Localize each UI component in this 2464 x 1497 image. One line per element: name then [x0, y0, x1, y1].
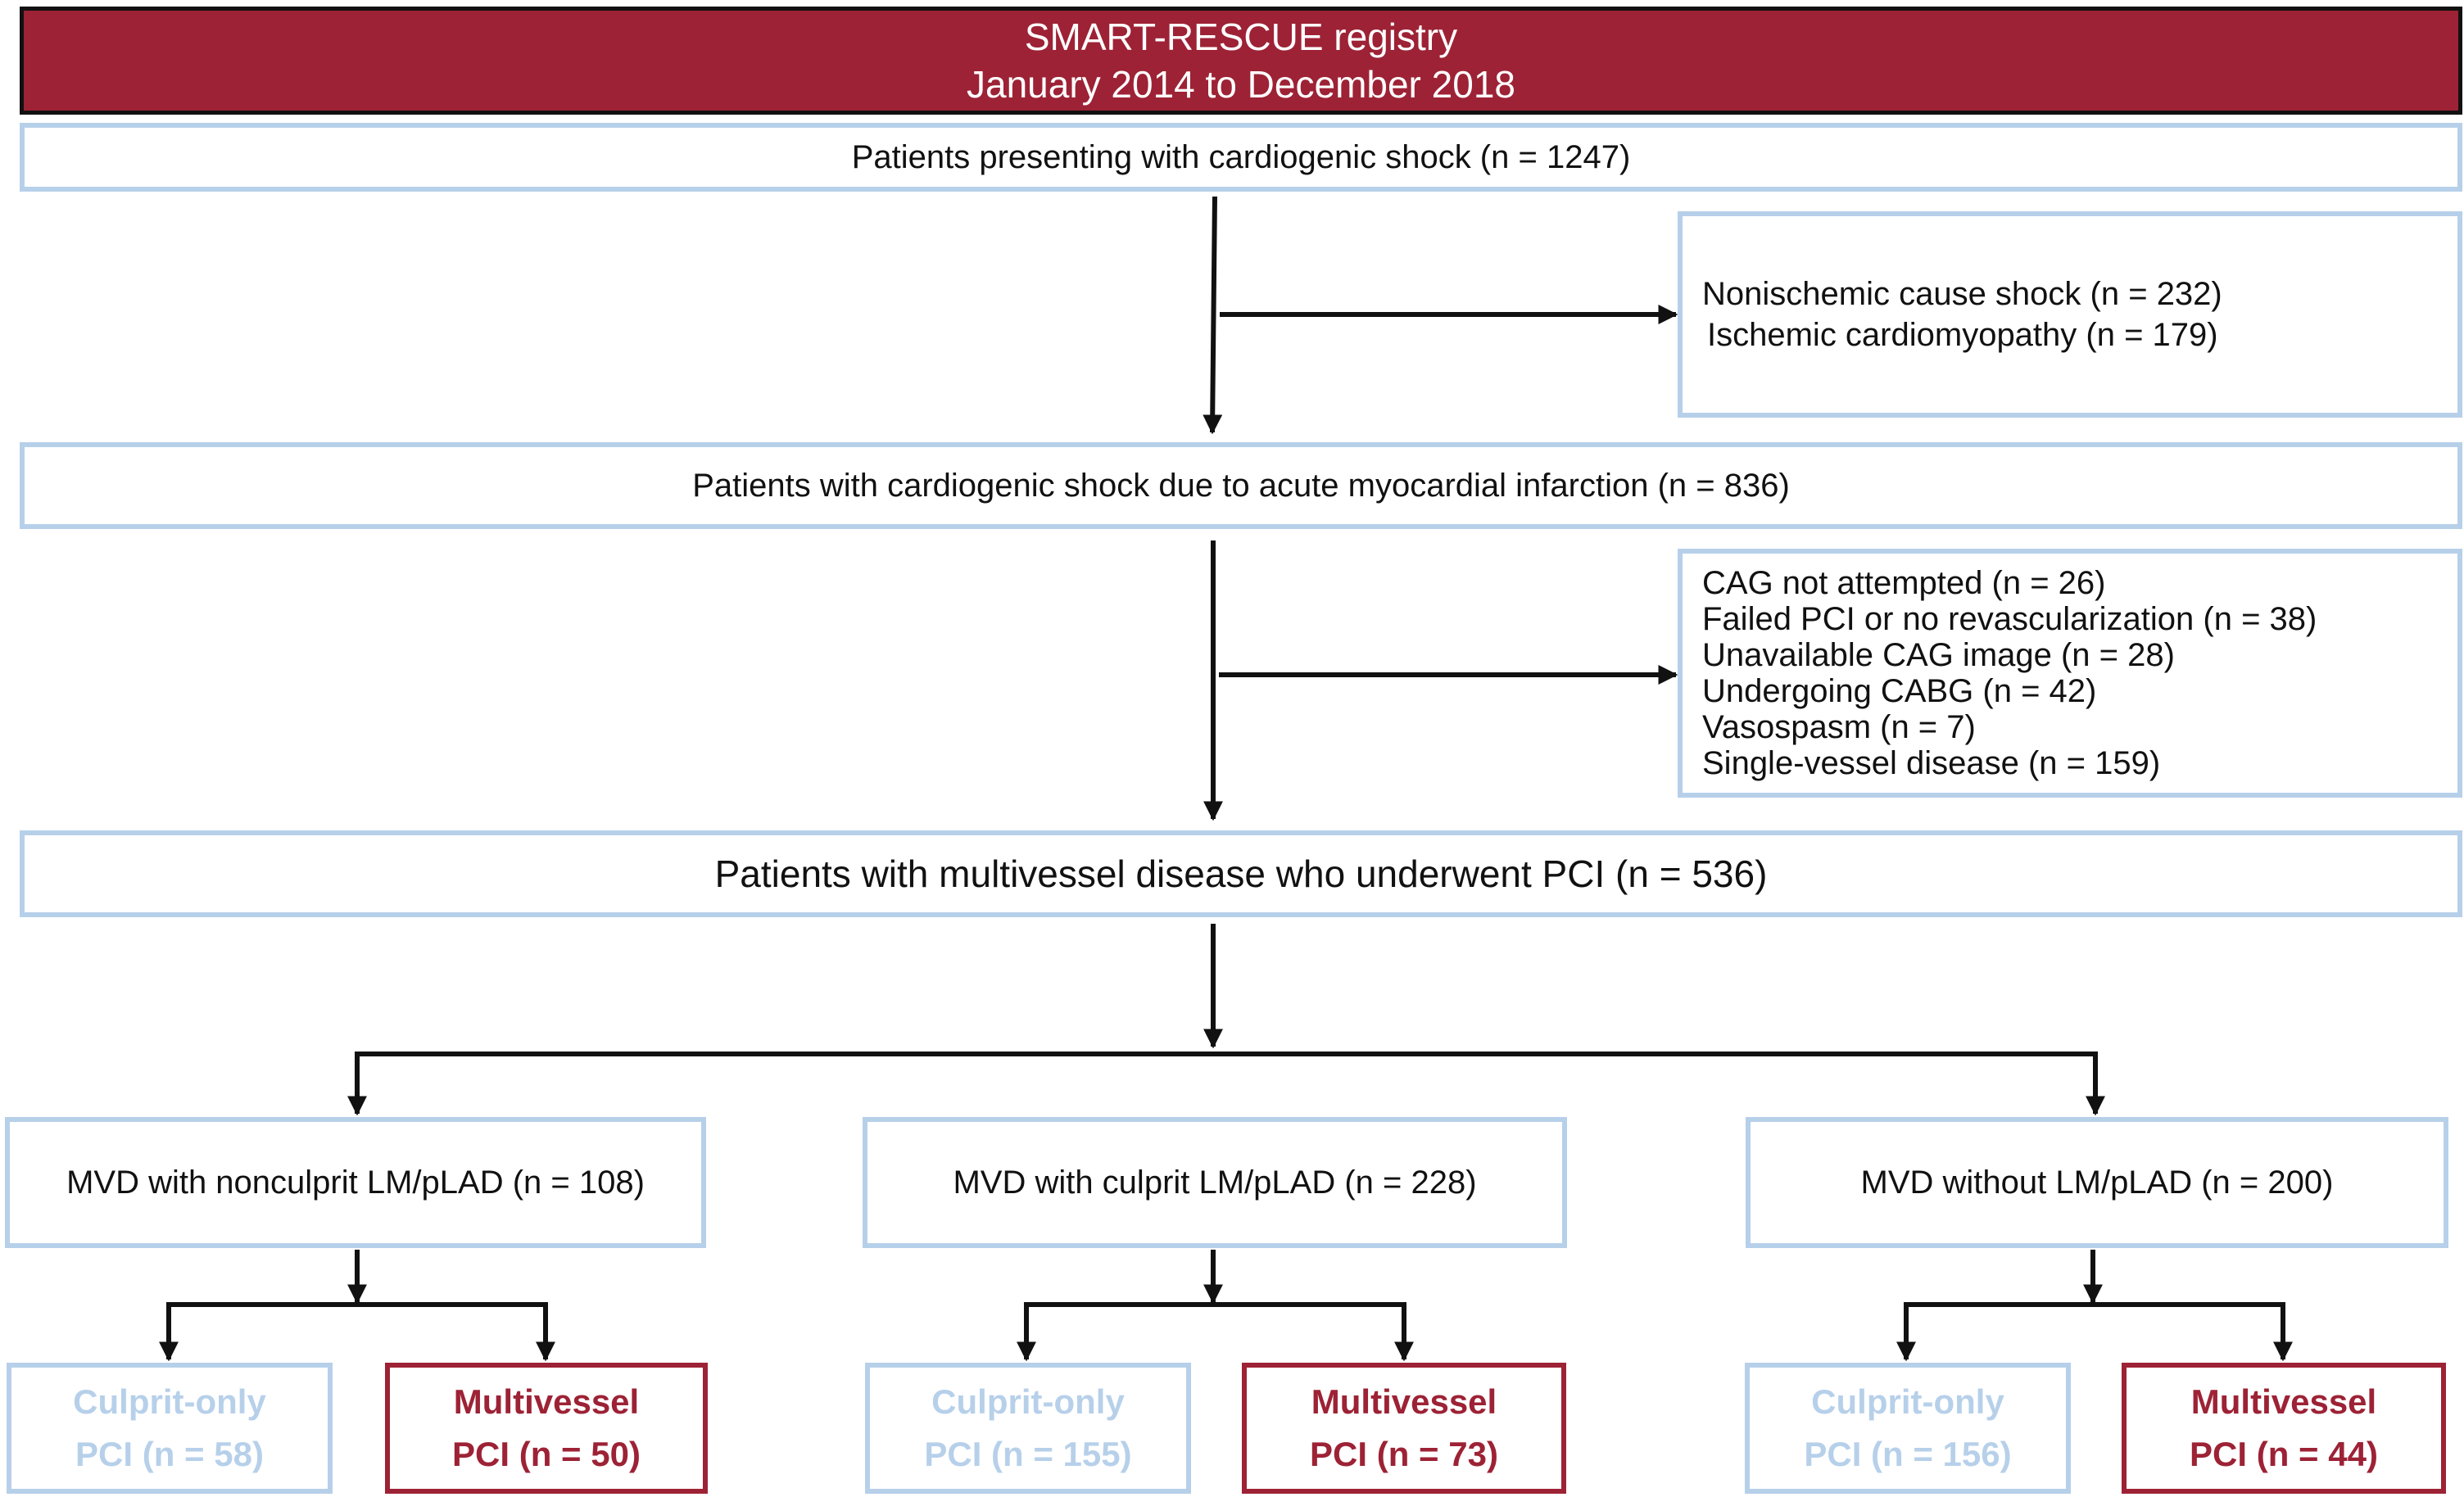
- group2-multivessel-line1: Multivessel: [1311, 1382, 1497, 1421]
- group3-box: MVD without LM/pLAD (n = 200): [1746, 1117, 2448, 1248]
- group2-multivessel-line2: PCI (n = 73): [1310, 1435, 1498, 1473]
- exclusion2-item: Unavailable CAG image (n = 28): [1702, 637, 2175, 673]
- group1-box: MVD with nonculprit LM/pLAD (n = 108): [5, 1117, 706, 1248]
- group1-multivessel-line1: Multivessel: [453, 1382, 640, 1421]
- group1-culprit-only-line2: PCI (n = 58): [75, 1435, 264, 1473]
- group1-label: MVD with nonculprit LM/pLAD (n = 108): [66, 1164, 645, 1201]
- exclusion2-item: Undergoing CABG (n = 42): [1702, 673, 2097, 709]
- exclusion2-item: Vasospasm (n = 7): [1702, 709, 1976, 745]
- group3-multivessel-line2: PCI (n = 44): [2190, 1435, 2378, 1473]
- level3-text: Patients with multivessel disease who un…: [714, 853, 1768, 895]
- registry-title: SMART-RESCUE registry: [1024, 16, 1458, 58]
- registry-header: SMART-RESCUE registry January 2014 to De…: [20, 7, 2462, 115]
- group2-label: MVD with culprit LM/pLAD (n = 228): [953, 1164, 1477, 1201]
- level2-box: Patients with cardiogenic shock due to a…: [20, 442, 2462, 529]
- group2-culprit-only-line1: Culprit-only: [931, 1382, 1125, 1421]
- level1-box: Patients presenting with cardiogenic sho…: [20, 123, 2462, 192]
- group1-culprit-only-box: Culprit-only PCI (n = 58): [7, 1363, 333, 1494]
- arrow-level1-to-level2: [1203, 196, 1223, 435]
- exclusion1-item: Nonischemic cause shock (n = 232): [1702, 276, 2222, 312]
- exclusion1-item: Ischemic cardiomyopathy (n = 179): [1707, 317, 2218, 353]
- exclusion2-item: Failed PCI or no revascularization (n = …: [1702, 601, 2317, 637]
- group1-multivessel-line2: PCI (n = 50): [452, 1435, 641, 1473]
- exclusion2-box: CAG not attempted (n = 26) Failed PCI or…: [1678, 549, 2462, 798]
- exclusion2-item: Single-vessel disease (n = 159): [1702, 745, 2161, 781]
- group3-label: MVD without LM/pLAD (n = 200): [1860, 1164, 2334, 1201]
- group2-multivessel-box: Multivessel PCI (n = 73): [1242, 1363, 1566, 1494]
- group2-culprit-only-line2: PCI (n = 155): [924, 1435, 1132, 1473]
- group2-culprit-only-box: Culprit-only PCI (n = 155): [865, 1363, 1191, 1494]
- group3-multivessel-line1: Multivessel: [2190, 1382, 2377, 1421]
- registry-period: January 2014 to December 2018: [967, 63, 1515, 106]
- exclusion1-box: Nonischemic cause shock (n = 232) Ischem…: [1678, 211, 2462, 418]
- exclusion2-item: CAG not attempted (n = 26): [1702, 565, 2106, 601]
- group2-box: MVD with culprit LM/pLAD (n = 228): [863, 1117, 1567, 1248]
- group3-culprit-only-box: Culprit-only PCI (n = 156): [1745, 1363, 2071, 1494]
- level3-box: Patients with multivessel disease who un…: [20, 830, 2462, 917]
- group3-culprit-only-line1: Culprit-only: [1811, 1382, 2004, 1421]
- group1-multivessel-box: Multivessel PCI (n = 50): [385, 1363, 708, 1494]
- level1-text: Patients presenting with cardiogenic sho…: [851, 138, 1631, 175]
- level2-text: Patients with cardiogenic shock due to a…: [692, 467, 1790, 504]
- group3-multivessel-box: Multivessel PCI (n = 44): [2122, 1363, 2446, 1494]
- group1-culprit-only-line1: Culprit-only: [73, 1382, 266, 1421]
- group3-culprit-only-line2: PCI (n = 156): [1804, 1435, 2012, 1473]
